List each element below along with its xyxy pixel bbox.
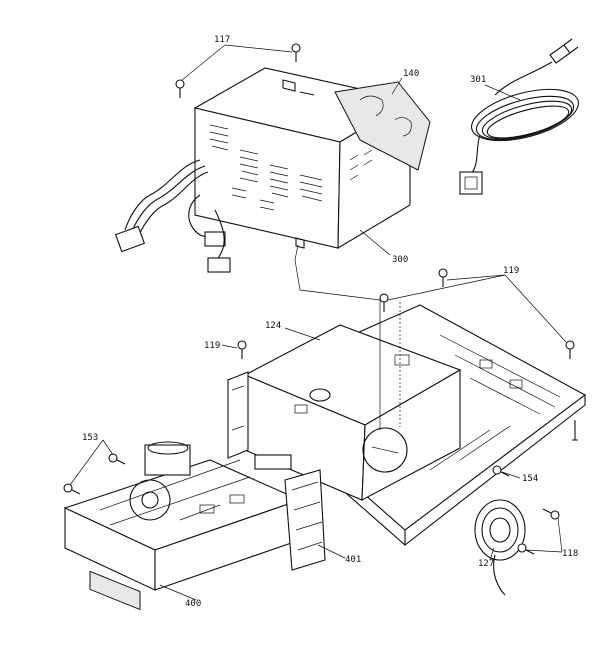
callout-154: 154 — [522, 474, 538, 484]
screw — [492, 465, 510, 477]
callout-127: 127 — [478, 559, 494, 569]
leader-lines — [69, 44, 567, 601]
callout-119-upper: 119 — [503, 266, 519, 276]
callout-124: 124 — [265, 321, 281, 331]
screw — [175, 79, 185, 98]
screw — [237, 340, 247, 359]
screw — [291, 43, 301, 62]
drive-bay-bracket — [243, 300, 462, 501]
screw — [108, 453, 126, 465]
callout-119-left: 119 — [204, 341, 220, 351]
power-cord — [459, 38, 579, 195]
screws — [63, 43, 578, 555]
callout-400: 400 — [185, 599, 201, 609]
screw — [438, 268, 448, 287]
screw — [63, 483, 81, 495]
screw — [379, 293, 389, 312]
callout-301: 301 — [470, 75, 486, 85]
power-cable-harness — [114, 159, 231, 273]
disk-drive-assembly — [63, 441, 302, 611]
callout-117: 117 — [214, 35, 230, 45]
callout-300: 300 — [392, 255, 408, 265]
screw — [517, 543, 535, 555]
callout-140: 140 — [403, 69, 419, 79]
callout-153: 153 — [82, 433, 98, 443]
shield-plate — [334, 81, 431, 171]
screw — [572, 420, 578, 441]
callout-401: 401 — [345, 555, 361, 565]
ribbon-cable — [254, 454, 326, 571]
callout-labels: 117 140 301 300 119 119 124 153 154 118 … — [82, 35, 578, 609]
callout-118: 118 — [562, 549, 578, 559]
screw — [565, 340, 575, 359]
support-bracket — [227, 371, 249, 459]
speaker — [474, 499, 526, 596]
screw — [542, 508, 560, 520]
